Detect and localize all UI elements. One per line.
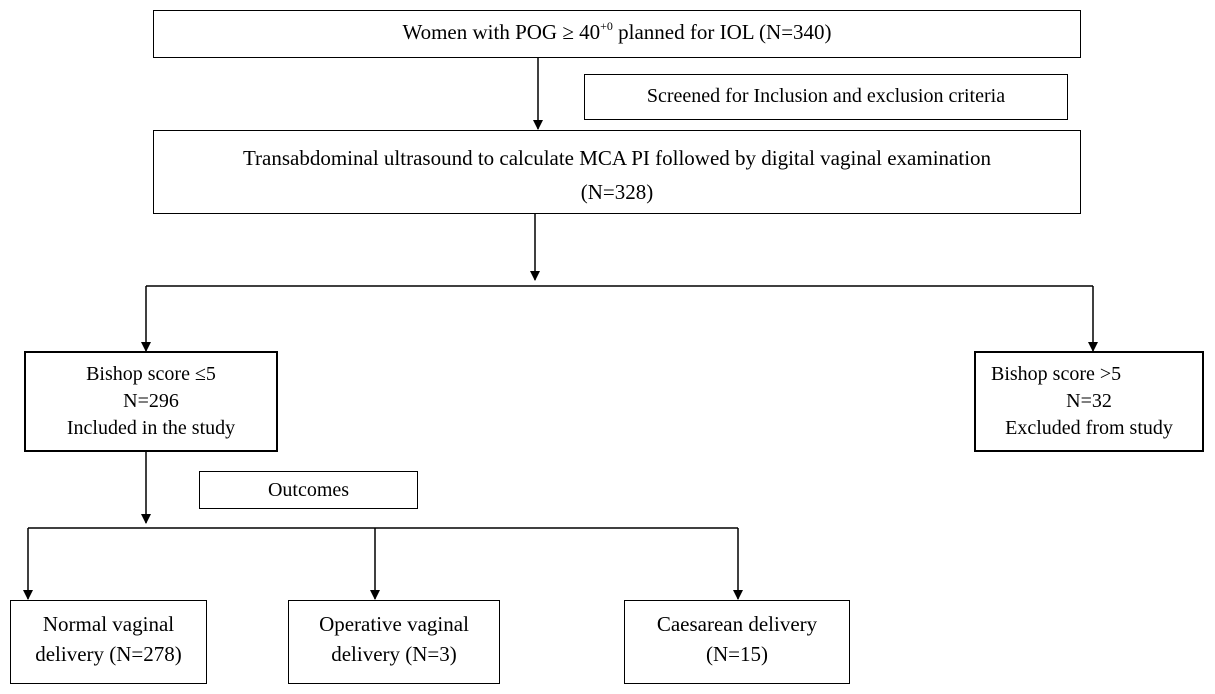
screened-text: Screened for Inclusion and exclusion cri… — [646, 85, 1006, 107]
ultrasound-line2: (N=328) — [580, 180, 654, 204]
start-text-after: planned for IOL (N=340) — [612, 20, 832, 44]
start-box: Women with POG ≥ 40+0 planned for IOL (N… — [153, 10, 1081, 58]
caesarean-line1: Caesarean delivery — [656, 612, 818, 636]
operative-delivery-box: Operative vaginal delivery (N=3) — [288, 600, 500, 684]
operative-line1: Operative vaginal — [319, 612, 469, 636]
excluded-line3: Excluded from study — [1005, 417, 1173, 439]
included-box: Bishop score ≤5 N=296 Included in the st… — [24, 351, 278, 452]
normal-delivery-box: Normal vaginal delivery (N=278) — [10, 600, 207, 684]
ultrasound-box: Transabdominal ultrasound to calculate M… — [153, 130, 1081, 214]
included-line2: N=296 — [123, 390, 179, 412]
start-text-before: Women with POG ≥ 40 — [402, 20, 601, 44]
included-line1: Bishop score ≤5 — [86, 363, 216, 385]
outcomes-box: Outcomes — [199, 471, 418, 509]
screened-box: Screened for Inclusion and exclusion cri… — [584, 74, 1068, 120]
excluded-line2: N=32 — [1066, 390, 1112, 412]
caesarean-line2: (N=15) — [706, 642, 768, 666]
included-line3: Included in the study — [66, 417, 236, 439]
normal-line2: delivery (N=278) — [35, 642, 182, 666]
excluded-box: Bishop score >5 N=32 Excluded from study — [974, 351, 1204, 452]
caesarean-delivery-box: Caesarean delivery (N=15) — [624, 600, 850, 684]
excluded-line1: Bishop score >5 — [991, 363, 1122, 385]
start-superscript: +0 — [600, 19, 613, 33]
outcomes-text: Outcomes — [267, 479, 350, 501]
operative-line2: delivery (N=3) — [331, 642, 457, 666]
normal-line1: Normal vaginal — [42, 612, 175, 636]
ultrasound-line1: Transabdominal ultrasound to calculate M… — [242, 146, 992, 170]
